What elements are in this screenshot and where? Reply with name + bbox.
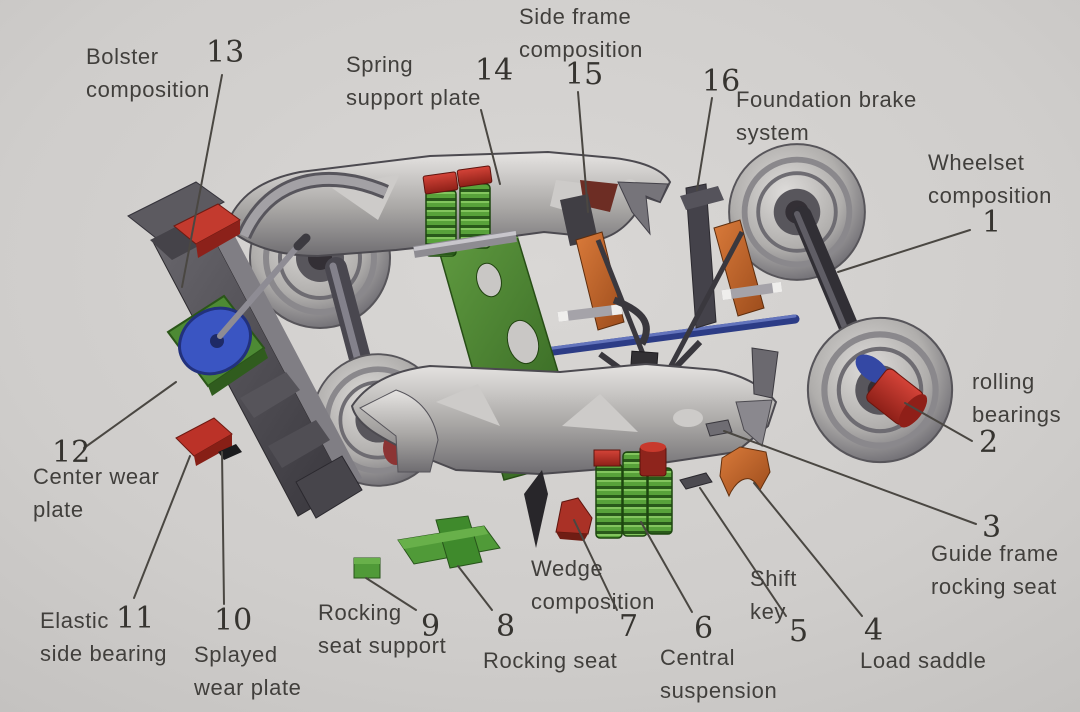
splayed-wear-plate-part	[218, 444, 242, 460]
brake-clamp-left	[557, 304, 623, 322]
axle-blue-ring	[855, 354, 889, 384]
bolster	[127, 181, 363, 519]
leader-line-13	[181, 74, 223, 288]
brake-beam-rod	[503, 314, 800, 362]
pedestal-jaw	[359, 389, 439, 473]
leader-line-7	[573, 519, 618, 611]
label-number-15: 15	[565, 57, 604, 92]
rocking-seat-part	[397, 515, 501, 569]
leader-line-8	[457, 565, 493, 611]
label-number-6: 6	[694, 611, 714, 646]
leader-line-6	[640, 521, 693, 613]
label-wedge-composition: Wedge composition	[531, 556, 655, 614]
label-number-4: 4	[864, 613, 884, 648]
leader-line-1	[837, 229, 971, 273]
leader-line-16	[696, 97, 713, 191]
label-number-3: 3	[982, 510, 1002, 545]
brake-clamp-right	[721, 281, 783, 301]
label-wheelset-composition: Wheelset composition	[928, 150, 1052, 208]
label-rocking-seat-support: Rocking seat support	[318, 600, 447, 658]
label-splayed-wear-plate: Splayed wear plate	[194, 642, 302, 700]
spring-cap	[593, 449, 621, 467]
leader-line-12	[83, 381, 177, 449]
wedge-part	[555, 497, 593, 541]
label-bolster-composition: Bolster composition	[86, 44, 210, 102]
label-load-saddle: Load saddle	[860, 648, 987, 673]
shift-key-part	[679, 472, 713, 490]
leader-line-4	[753, 482, 863, 617]
label-number-16: 16	[702, 64, 741, 99]
top-springs	[413, 165, 517, 258]
label-number-12: 12	[52, 435, 91, 470]
label-elastic-side-bearing: Elastic side bearing	[40, 608, 168, 666]
label-number-9: 9	[421, 609, 441, 644]
label-rocking-seat: Rocking seat	[483, 648, 618, 673]
spring-support-plate-part	[413, 231, 517, 251]
leader-line-15	[577, 91, 589, 213]
label-guide-frame-rocking-seat: Guide frame rocking seat	[931, 541, 1059, 599]
leader-line-5	[699, 487, 787, 617]
rocking-seat-support-part	[353, 557, 381, 579]
leader-line-10	[221, 451, 225, 605]
label-central-suspension: Central suspension	[660, 645, 778, 703]
label-number-5: 5	[789, 614, 809, 649]
label-side-frame-composition: Side frame composition	[519, 4, 643, 62]
label-number-7: 7	[619, 609, 639, 644]
spring-cap	[422, 171, 459, 195]
label-center-wear-plate: Center wear plate	[33, 464, 160, 522]
label-shift-key: Shift key	[750, 566, 798, 624]
label-spring-support-plate: Spring support plate	[346, 52, 481, 110]
label-number-10: 10	[214, 603, 253, 638]
leader-line-11	[133, 455, 191, 599]
label-number-2: 2	[979, 425, 999, 460]
label-number-11: 11	[116, 601, 155, 636]
label-number-1: 1	[982, 205, 1002, 240]
leader-line-14	[480, 109, 501, 185]
leader-line-9	[365, 577, 417, 611]
leader-lines	[83, 74, 977, 617]
frame-claw	[617, 181, 669, 236]
leader-line-2	[904, 402, 973, 442]
label-rolling-bearings: rolling bearings	[972, 369, 1062, 427]
dark-blade	[524, 470, 548, 548]
rolling-bearing	[866, 368, 928, 428]
leader-line-3	[723, 430, 977, 525]
label-foundation-brake-system: Foundation brake system	[736, 87, 917, 145]
label-number-13: 13	[206, 35, 245, 70]
center-pin	[217, 243, 301, 339]
spring-cap	[456, 165, 493, 188]
label-number-14: 14	[475, 53, 514, 88]
central-suspension-springs	[593, 442, 673, 539]
label-number-8: 8	[496, 609, 516, 644]
